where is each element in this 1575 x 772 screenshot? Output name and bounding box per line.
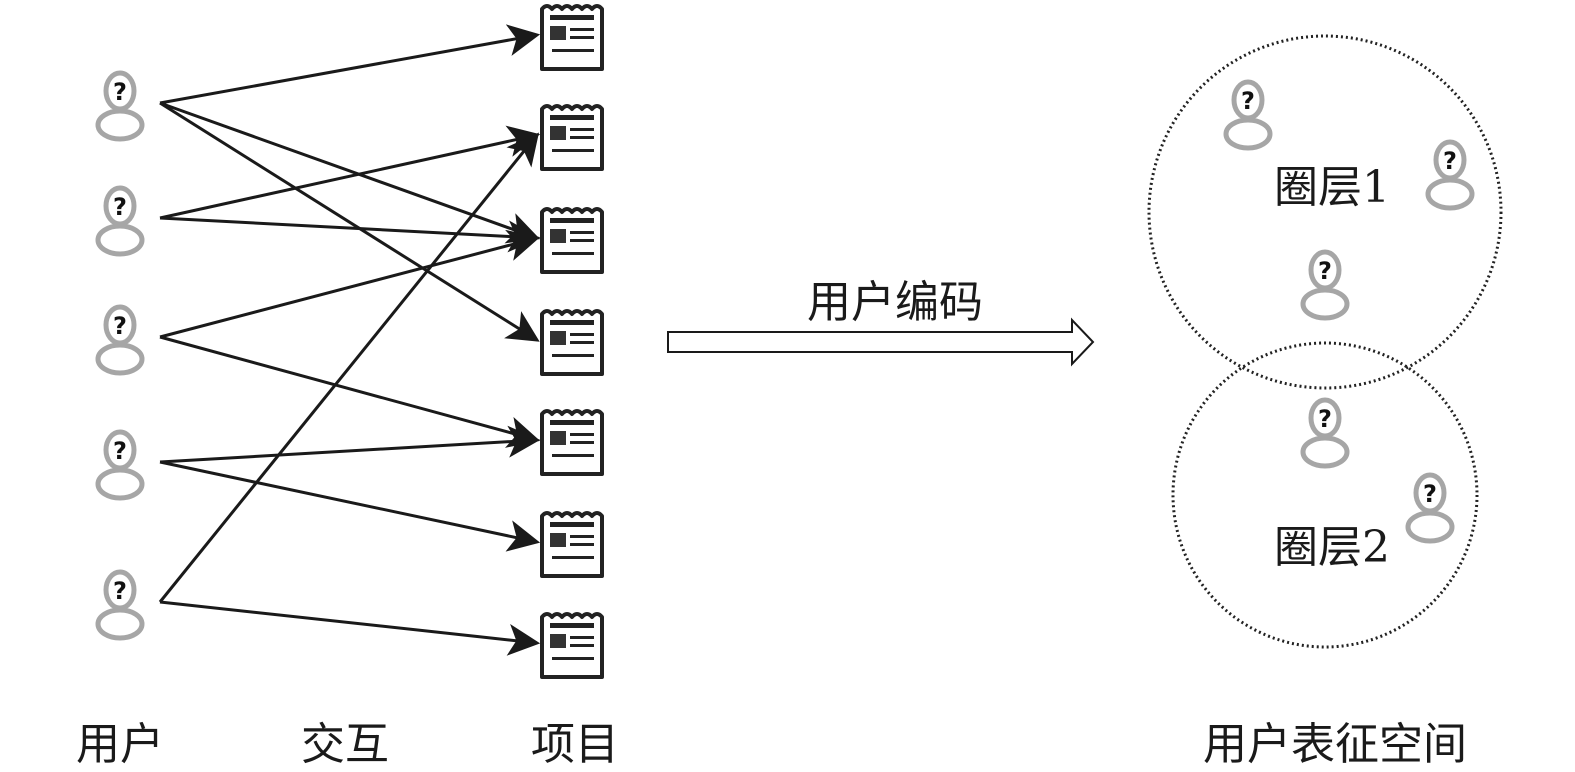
users-label: 用户 [76, 719, 164, 770]
user-icon: ? [1300, 397, 1350, 469]
interaction-edge [159, 24, 541, 105]
interaction-edge [159, 216, 541, 253]
encoding-arrow [667, 317, 1095, 367]
item-document-icon [540, 207, 604, 274]
user-icon: ? [95, 185, 145, 257]
svg-text:?: ? [113, 437, 127, 465]
interaction-edge [159, 101, 540, 342]
interaction-edge [159, 600, 541, 656]
user-icon: ? [1425, 139, 1475, 211]
user-icon: ? [1223, 79, 1273, 151]
interaction-edges [158, 24, 541, 656]
item-document-icon [540, 4, 604, 71]
user-icon: ? [1300, 249, 1350, 321]
interaction-edge [159, 229, 541, 339]
user-icon: ? [95, 70, 145, 142]
user-icon: ? [95, 429, 145, 501]
svg-text:?: ? [113, 193, 127, 221]
interaction-edge [159, 460, 541, 552]
svg-text:?: ? [1318, 257, 1332, 285]
interaction-edge [159, 125, 541, 220]
svg-text:?: ? [1423, 480, 1437, 508]
interaction-edge [159, 425, 541, 464]
circle-layer-1 [1147, 34, 1503, 390]
interaction-label: 交互 [301, 719, 389, 770]
item-document-icon [540, 511, 604, 578]
svg-text:?: ? [113, 78, 127, 106]
items-label: 项目 [531, 719, 619, 770]
svg-text:?: ? [1241, 87, 1255, 115]
circle-layer-2 [1171, 341, 1479, 649]
svg-text:?: ? [1443, 147, 1457, 175]
interaction-edge [159, 101, 541, 244]
circle-2-label: 圈层2 [1274, 522, 1390, 573]
item-document-icon [540, 612, 604, 679]
item-document-icon [540, 104, 604, 171]
item-document-icon [540, 409, 604, 476]
encoding-label: 用户编码 [807, 277, 983, 328]
user-icon: ? [95, 304, 145, 376]
item-document-icon [540, 309, 604, 376]
svg-text:?: ? [113, 577, 127, 605]
user-icon: ? [1405, 472, 1455, 544]
user-icon: ? [95, 569, 145, 641]
space-users: ????? [1223, 79, 1475, 544]
svg-text:?: ? [1318, 405, 1332, 433]
circle-1-label: 圈层1 [1274, 162, 1390, 213]
users-column: ????? [95, 70, 145, 641]
svg-text:?: ? [113, 312, 127, 340]
items-column [540, 4, 604, 679]
interaction-edge [158, 132, 540, 603]
interaction-edge [159, 335, 541, 448]
space-label: 用户表征空间 [1203, 719, 1467, 770]
